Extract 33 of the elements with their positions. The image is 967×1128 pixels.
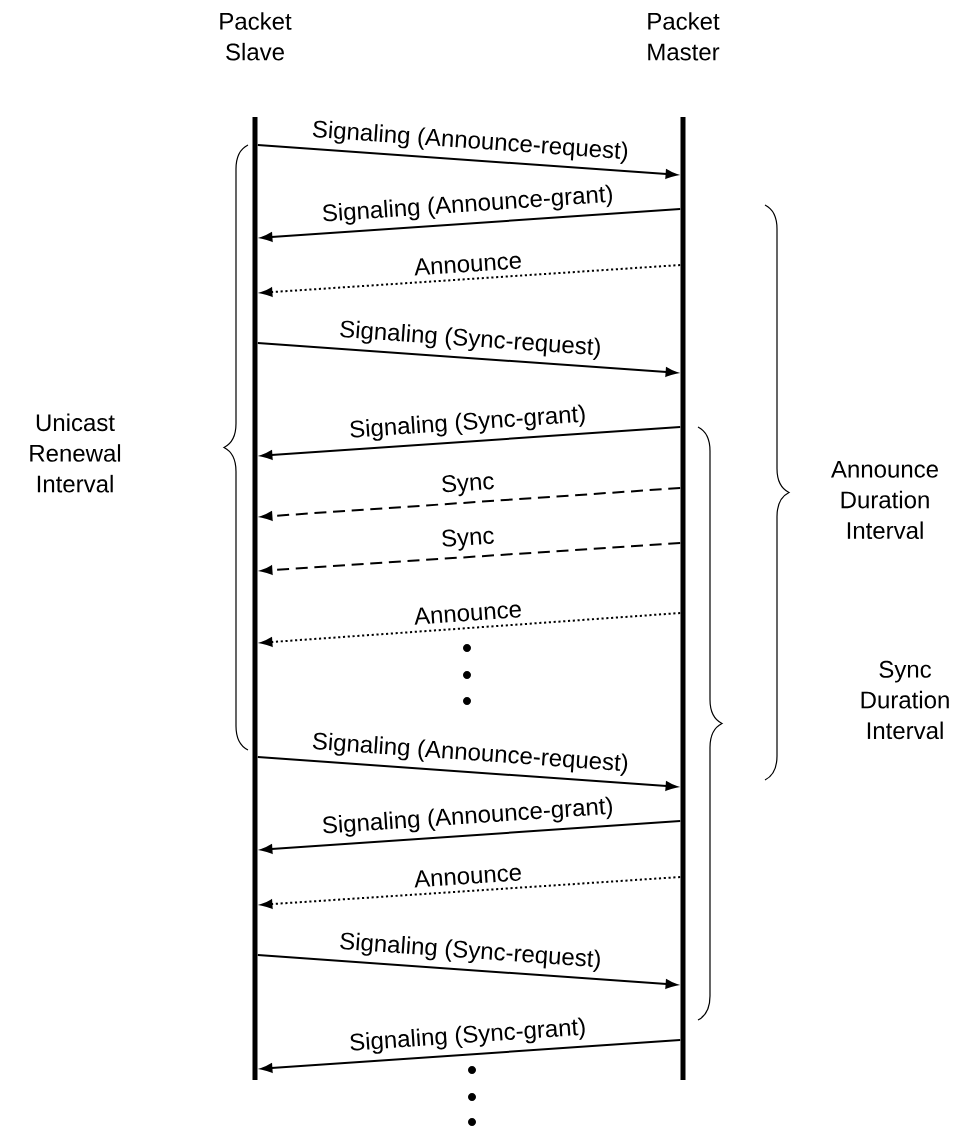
arrow <box>261 487 682 521</box>
arrow <box>256 144 677 179</box>
arrow <box>261 612 682 647</box>
edge-label: Signaling (Sync-request) <box>340 320 600 360</box>
edge-label: Announce <box>414 604 521 625</box>
edge-label: Signaling (Announce-request) <box>312 732 628 776</box>
edge-label: Sync <box>442 475 494 497</box>
interval-label: Unicast Renewal Interval <box>30 413 121 493</box>
edge-label: Sync <box>442 529 494 551</box>
arrow <box>261 820 682 854</box>
arrow <box>261 264 682 297</box>
arrow <box>256 756 677 791</box>
interval-label: Announce Duration Interval <box>831 460 938 540</box>
edge-label: Signaling (Sync-grant) <box>350 1017 585 1054</box>
lifeline: Packet Slave <box>220 12 292 1080</box>
lifeline: Packet Master <box>648 12 720 1080</box>
edge-label: Signaling (Sync-request) <box>340 932 600 972</box>
arrow <box>256 342 677 377</box>
arrow <box>261 426 682 460</box>
arrow <box>261 876 682 909</box>
edge-label: Signaling (Announce-grant) <box>323 796 612 837</box>
arrow <box>261 542 682 575</box>
edge-label: Announce <box>414 255 521 276</box>
arrow <box>261 1039 682 1073</box>
edge-label: Signaling (Announce-request) <box>312 120 628 164</box>
interval-label: Sync Duration Interval <box>861 660 949 740</box>
node-label: Packet Slave <box>220 12 292 61</box>
arrow <box>256 954 677 989</box>
node-label: Packet Master <box>648 12 720 61</box>
edge-label: Signaling (Sync-grant) <box>350 404 585 441</box>
edge-label: Signaling (Announce-grant) <box>323 184 612 225</box>
edge-label: Announce <box>414 867 521 888</box>
arrow <box>261 208 682 242</box>
